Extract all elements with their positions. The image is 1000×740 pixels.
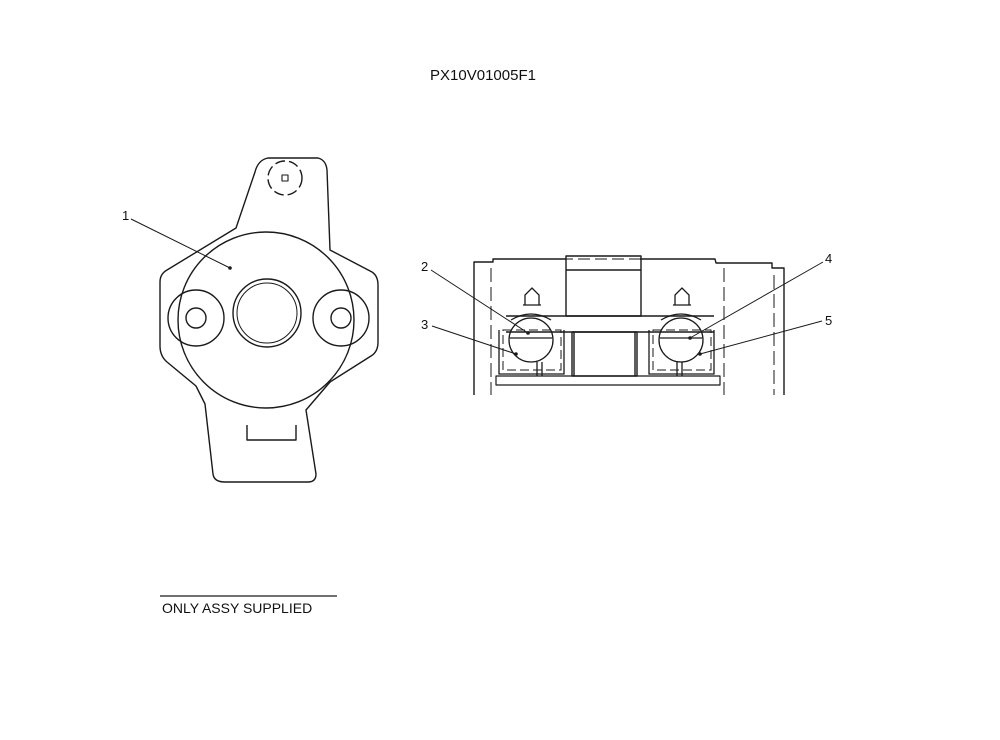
left-ball-assembly [498,287,565,376]
leader-dot-2 [526,331,530,335]
leader-dot-1 [228,266,232,270]
leader-line-3 [431,325,517,355]
leader-line-5 [699,320,823,355]
leader-line-4 [689,261,824,339]
callout-3: 3 [421,317,428,332]
right-ball-assembly [648,287,715,376]
leader-line-1 [130,218,231,269]
plan-view-housing [159,157,379,483]
callout-2: 2 [421,259,428,274]
callout-4: 4 [825,251,832,266]
drawing-title: PX10V01005F1 [430,67,536,84]
leader-dot-4 [688,336,692,340]
callout-1: 1 [122,208,129,223]
section-view-housing [473,255,785,395]
leader-dot-3 [514,352,518,356]
leader-dot-5 [698,352,702,356]
callout-5: 5 [825,313,832,328]
supply-note: ONLY ASSY SUPPLIED [162,600,312,616]
leader-line-2 [430,269,529,334]
